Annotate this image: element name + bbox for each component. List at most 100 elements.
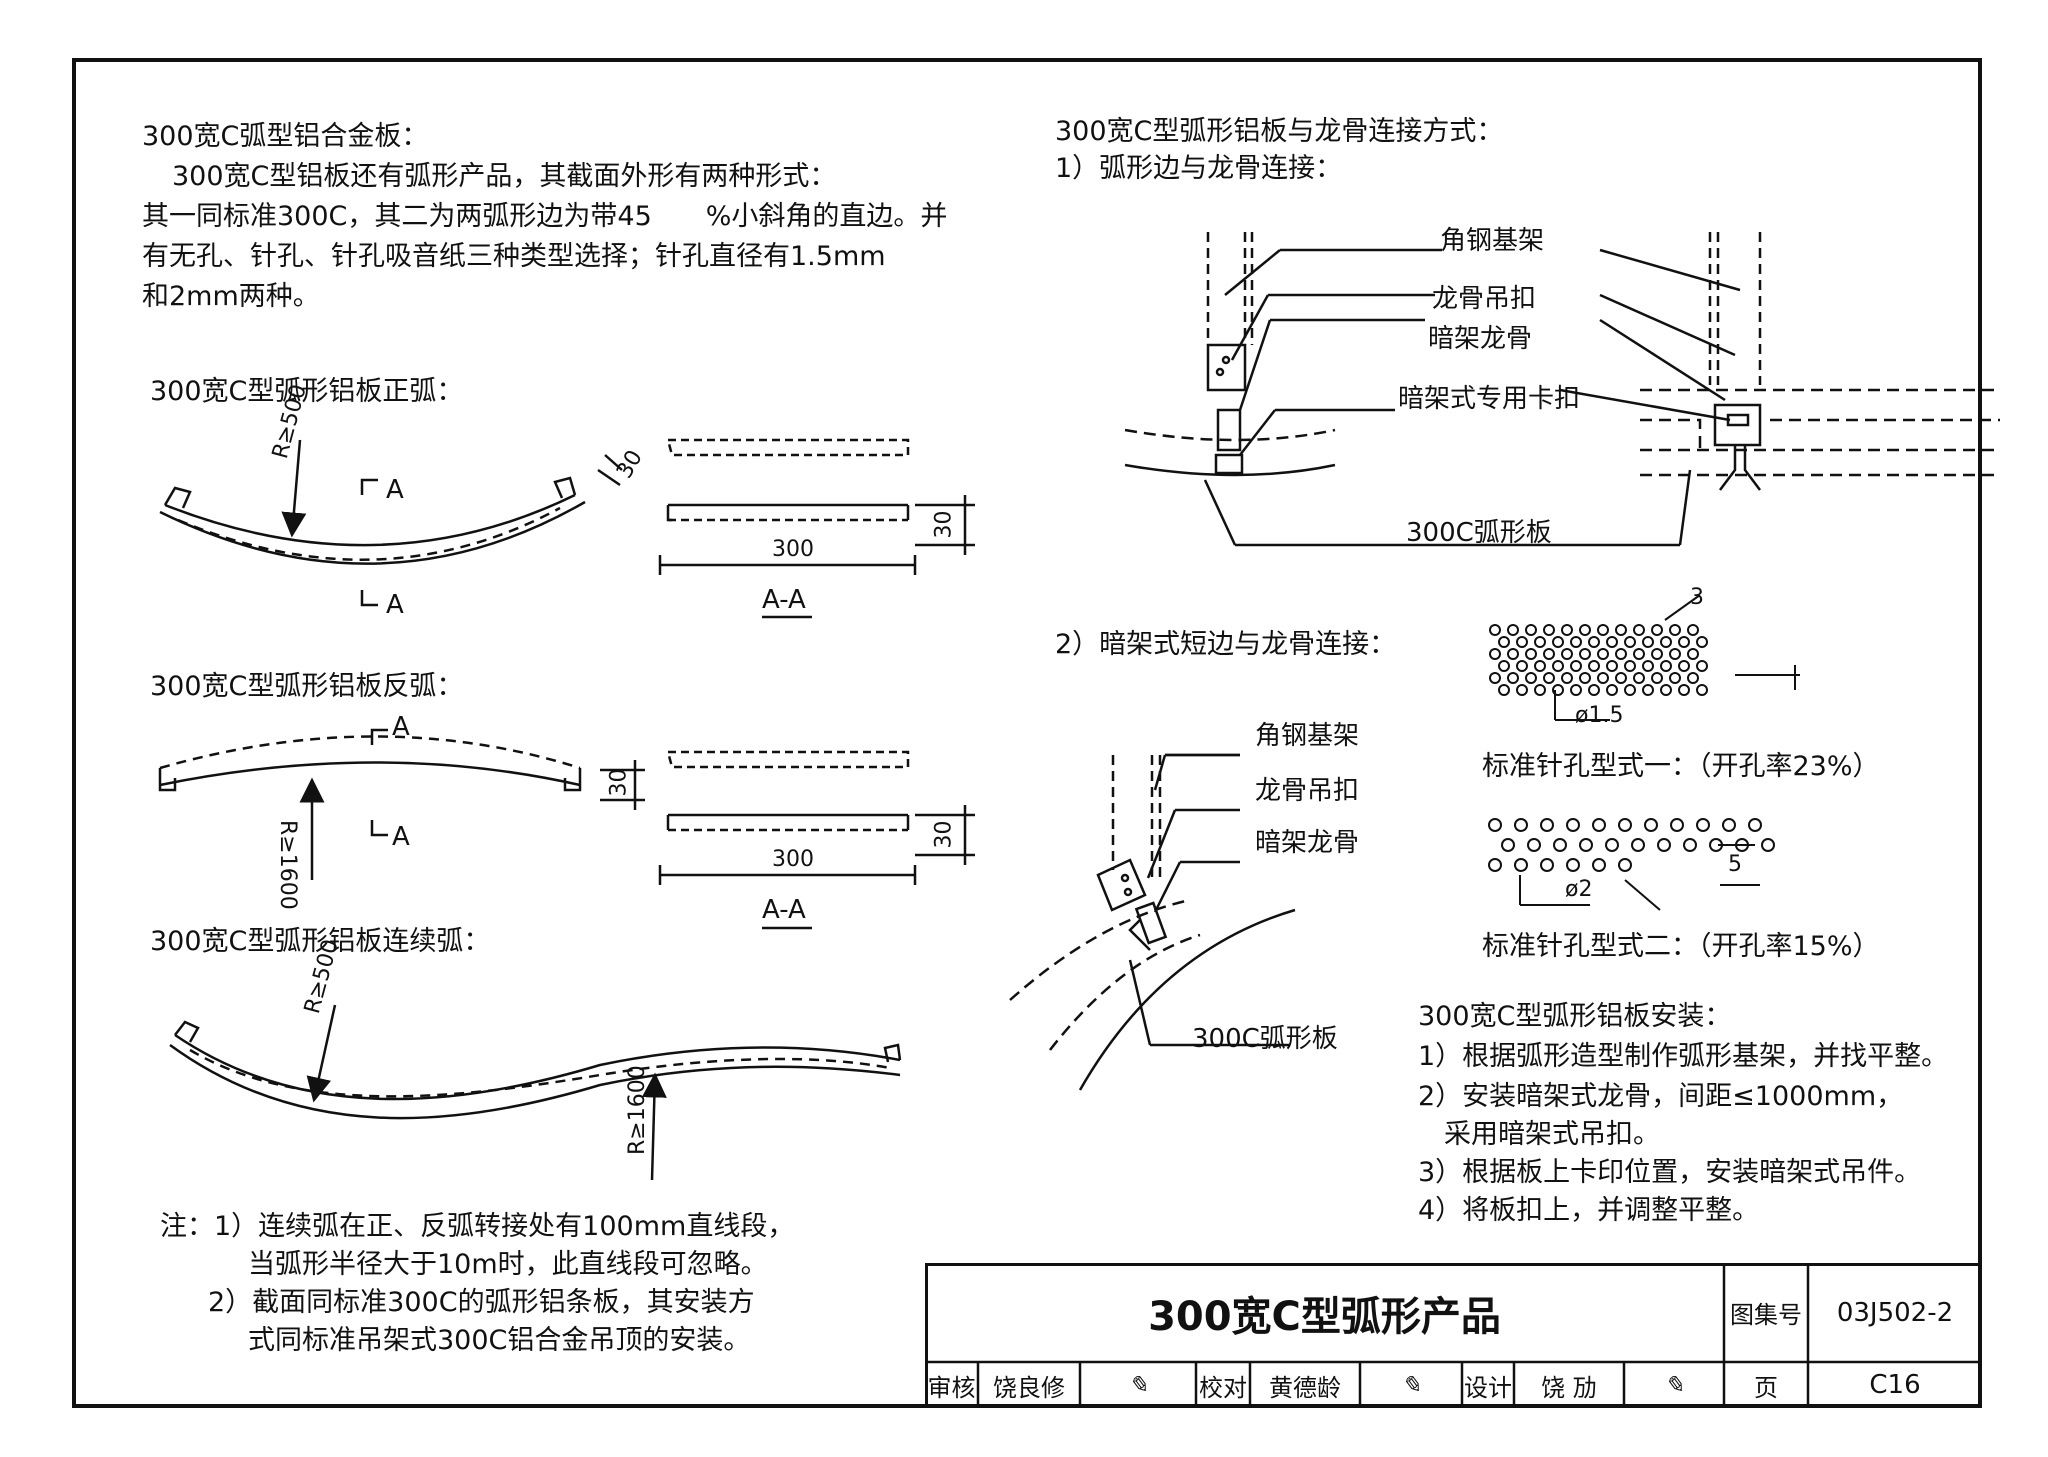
pin-hole	[1507, 624, 1519, 636]
conn1-label-angle-frame: 角钢基架	[1440, 226, 1545, 256]
conn1-label-panel: 300C弧形板	[1406, 518, 1552, 548]
connection-title: 300宽C型弧形铝板与龙骨连接方式：	[1055, 116, 1504, 147]
pin-hole	[1516, 660, 1528, 672]
section-mark-a-top-2: A	[392, 712, 410, 742]
pin-hole	[1516, 684, 1528, 696]
pin-hole	[1552, 660, 1564, 672]
pin-hole	[1722, 818, 1736, 832]
pin-hole	[1507, 648, 1519, 660]
pin-hole	[1488, 858, 1502, 872]
conn2-label-hanger: 龙骨吊扣	[1255, 776, 1360, 806]
pin-hole	[1606, 636, 1618, 648]
pin-hole	[1631, 838, 1645, 852]
hole2-caption: 标准针孔型式二：（开孔率15%）	[1482, 931, 1880, 962]
pin-hole	[1624, 684, 1636, 696]
pin-hole	[1660, 684, 1672, 696]
radius-leader-4	[641, 1072, 667, 1181]
pin-hole	[1498, 684, 1510, 696]
checker-name: 黄德龄	[1269, 1373, 1341, 1402]
intro-line-3: 有无孔、针孔、针孔吸音纸三种类型选择；针孔直径有1.5mm	[142, 241, 886, 272]
pin-hole	[1644, 818, 1658, 832]
intro-title: 300宽C弧型铝合金板：	[142, 121, 429, 152]
atlas-number: 03J502-2	[1836, 1297, 1954, 1328]
pin-hole	[1761, 838, 1775, 852]
pin-hole	[1588, 636, 1600, 648]
intro-line-2: 其一同标准300C，其二为两弧形边为带45 %小斜角的直边。并	[142, 201, 948, 232]
install-title: 300宽C型弧形铝板安装：	[1418, 1001, 1732, 1032]
pin-hole	[1570, 660, 1582, 672]
positive-arc-title: 300宽C型弧形铝板正弧：	[150, 376, 464, 407]
conn1-label-clip: 暗架式专用卡扣	[1398, 384, 1581, 414]
pin-hole	[1660, 636, 1672, 648]
hole2-spacing: 5	[1728, 852, 1742, 877]
note-line-1: 注：1）连续弧在正、反弧转接处有100mm直线段，	[160, 1211, 795, 1242]
connection-detail-2	[1009, 753, 1296, 1091]
pin-hole	[1488, 818, 1502, 832]
pin-hole	[1489, 672, 1501, 684]
note-line-3: 2）截面同标准300C的弧形铝条板，其安装方	[208, 1287, 755, 1318]
section-aa-2-label: A-A	[762, 895, 806, 925]
hole-pattern-2	[1488, 818, 1775, 872]
reviewer-signature: ✎	[1127, 1371, 1149, 1399]
pin-hole	[1624, 636, 1636, 648]
pin-hole	[1552, 636, 1564, 648]
install-step-2b: 采用暗架式吊扣。	[1444, 1119, 1660, 1150]
pin-hole	[1514, 858, 1528, 872]
pin-hole	[1579, 624, 1591, 636]
reviewer-name: 饶良修	[993, 1373, 1065, 1402]
pin-hole	[1642, 660, 1654, 672]
pin-hole	[1489, 624, 1501, 636]
pin-hole	[1669, 648, 1681, 660]
install-step-3: 3）根据板上卡印位置，安装暗架式吊件。	[1418, 1157, 1922, 1188]
hole2-diameter: ø2	[1565, 877, 1593, 902]
pin-hole	[1669, 672, 1681, 684]
pin-hole	[1592, 858, 1606, 872]
pin-hole	[1670, 818, 1684, 832]
checker-signature: ✎	[1400, 1371, 1422, 1399]
pin-hole	[1540, 818, 1554, 832]
pin-hole	[1592, 818, 1606, 832]
pin-hole	[1633, 648, 1645, 660]
pin-hole	[1543, 672, 1555, 684]
pin-hole	[1696, 660, 1708, 672]
intro-line-4: 和2mm两种。	[142, 281, 320, 312]
pin-hole	[1507, 672, 1519, 684]
conn1-label-hanger: 龙骨吊扣	[1432, 284, 1537, 314]
hole1-caption: 标准针孔型式一：（开孔率23%）	[1482, 751, 1880, 782]
pin-hole	[1633, 624, 1645, 636]
section-aa-1	[658, 438, 975, 619]
pin-hole	[1543, 624, 1555, 636]
page-number: C16	[1869, 1370, 1921, 1400]
pin-hole	[1588, 660, 1600, 672]
pin-hole	[1579, 672, 1591, 684]
pin-hole	[1748, 818, 1762, 832]
pin-hole	[1696, 636, 1708, 648]
pin-hole	[1597, 648, 1609, 660]
section-aa-1-label: A-A	[762, 585, 806, 615]
pin-hole	[1615, 624, 1627, 636]
pin-hole	[1597, 672, 1609, 684]
hole1-spacing: 3	[1690, 585, 1704, 610]
pin-hole	[1525, 624, 1537, 636]
section-aa-2	[658, 750, 975, 930]
radius-leader-3	[306, 1004, 337, 1103]
section-aa-2-width: 300	[772, 847, 814, 872]
pin-hole	[1696, 818, 1710, 832]
conn1-label-keel: 暗架龙骨	[1428, 324, 1533, 354]
pin-hole	[1615, 672, 1627, 684]
pin-hole	[1678, 684, 1690, 696]
pin-hole	[1579, 648, 1591, 660]
section-mark-bottom-1	[360, 590, 378, 607]
pin-hole	[1687, 648, 1699, 660]
intro-line-1: 300宽C型铝板还有弧形产品，其截面外形有两种形式：	[172, 161, 837, 192]
radius-leader-1	[281, 439, 307, 538]
title-block	[925, 1263, 1982, 1408]
install-step-1: 1）根据弧形造型制作弧形基架，并找平整。	[1418, 1041, 1949, 1072]
pin-hole	[1514, 818, 1528, 832]
pin-hole	[1588, 684, 1600, 696]
pin-hole	[1683, 838, 1697, 852]
designer-name: 饶 劢	[1541, 1373, 1597, 1402]
pin-hole	[1696, 684, 1708, 696]
